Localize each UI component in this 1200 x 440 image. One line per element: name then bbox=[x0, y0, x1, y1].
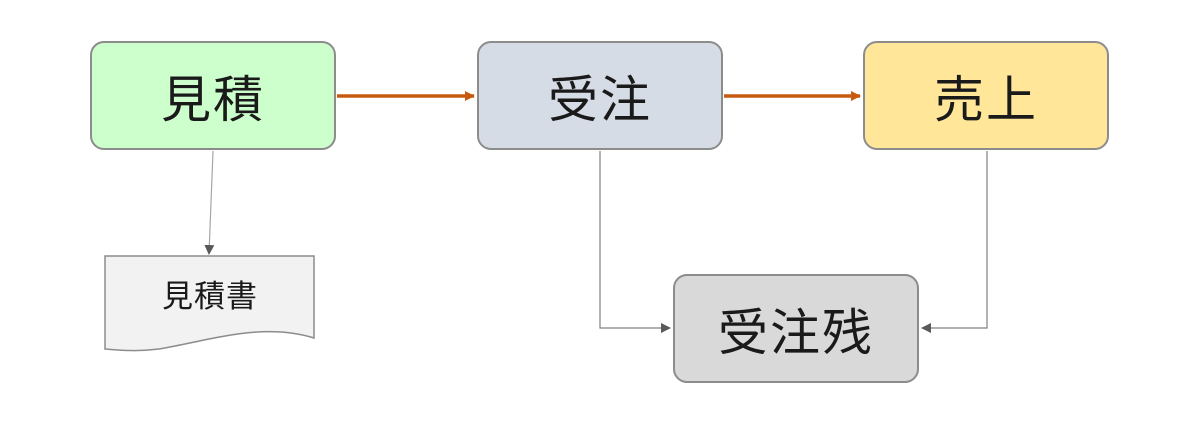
arrow-order-to-backlog bbox=[599, 151, 671, 333]
node-backlog-label: 受注残 bbox=[718, 303, 874, 362]
node-sales-label: 売上 bbox=[934, 70, 1038, 129]
node-sales: 売上 bbox=[863, 41, 1109, 150]
document-shape bbox=[104, 255, 315, 352]
node-backlog: 受注残 bbox=[673, 274, 919, 383]
arrow-estimate-to-document bbox=[204, 150, 215, 255]
node-estimate-label: 見積 bbox=[161, 70, 265, 129]
arrow-sales-to-backlog bbox=[921, 151, 988, 333]
document-label: 見積書 bbox=[162, 278, 258, 315]
node-order-label: 受注 bbox=[548, 70, 652, 129]
node-estimate: 見積 bbox=[90, 41, 336, 150]
node-order: 受注 bbox=[477, 41, 723, 150]
